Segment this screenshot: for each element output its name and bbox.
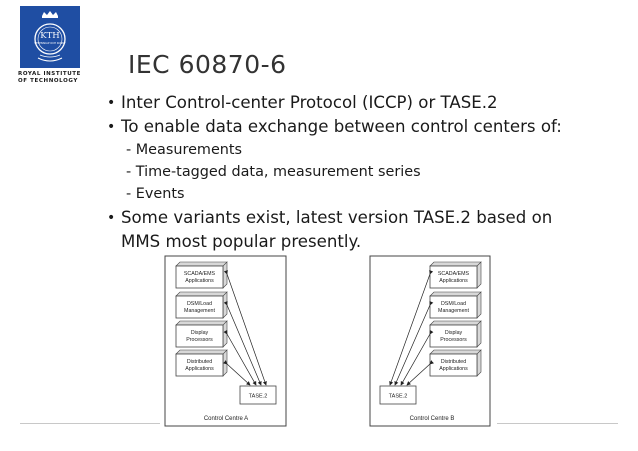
centre-b-app-box: SCADA/EMS Applications (429, 261, 482, 289)
app-label-line1: DSM/Load (441, 301, 466, 307)
sub-bullet-item: - Measurements (126, 142, 243, 158)
logo-motto: VETENSKAP OCH KONST (34, 41, 66, 45)
centre-b-tase-box (379, 385, 417, 405)
footer-rule-left (20, 423, 160, 424)
logo-caption: ROYAL INSTITUTE OF TECHNOLOGY (18, 71, 88, 85)
app-label-line2: Management (184, 308, 215, 314)
bullet-text: To enable data exchange between control … (121, 117, 562, 136)
bullet-dot-icon: • (107, 95, 116, 111)
logo-caption-line1: ROYAL INSTITUTE (18, 71, 81, 77)
slide-title: IEC 60870-6 (128, 50, 287, 79)
bullet-text-line2: MMS most popular presently. (121, 232, 362, 251)
bullet-dot-icon: • (107, 119, 116, 135)
centre-a-tase-label: TASE.2 (249, 394, 268, 400)
sub-bullet-item: - Events (126, 186, 185, 202)
app-label-line1: SCADA/EMS (184, 271, 216, 277)
centre-a-tase-box (239, 385, 277, 405)
logo-text: KTH (40, 31, 59, 41)
app-label-line2: Processors (440, 337, 467, 343)
sub-bullet-item: - Time-tagged data, measurement series (126, 164, 421, 180)
control-centre-a-label: Control Centre A (204, 416, 248, 422)
bullet-dot-icon: • (107, 210, 116, 226)
logo-caption-line2: OF TECHNOLOGY (18, 78, 78, 84)
kth-crest-icon: KTH VETENSKAP OCH KONST (20, 6, 80, 68)
app-label-line2: Applications (185, 278, 214, 284)
app-label-line1: Distributed (187, 359, 212, 365)
app-label-line1: Distributed (441, 359, 466, 365)
bullet-item: • Some variants exist, latest version TA… (107, 206, 607, 254)
centre-a-app-box: SCADA/EMS Applications (175, 261, 228, 289)
app-label-line2: Processors (186, 337, 213, 343)
bullet-item: • Inter Control-center Protocol (ICCP) o… (107, 91, 607, 115)
control-centre-b-label: Control Centre B (410, 416, 455, 422)
bullet-text-line1: Some variants exist, latest version TASE… (121, 208, 553, 227)
app-label-line1: DSM/Load (187, 301, 212, 307)
centre-a-app-box: DSM/Load Management (175, 291, 228, 319)
app-label-line1: SCADA/EMS (438, 271, 470, 277)
centre-b-app-box: Distributed Applications (429, 349, 482, 377)
centre-a-arrows (222, 270, 267, 386)
footer-rule-right (497, 423, 618, 424)
bullet-item: • To enable data exchange between contro… (107, 115, 607, 139)
centre-b-app-box: DSM/Load Management (429, 291, 482, 319)
bullet-list: • Inter Control-center Protocol (ICCP) o… (107, 91, 607, 254)
app-label-line2: Applications (439, 278, 468, 284)
app-label-line1: Display (191, 330, 209, 336)
app-label-line2: Management (438, 308, 469, 314)
app-label-line2: Applications (439, 366, 468, 372)
centre-b-tase-label: TASE.2 (389, 394, 408, 400)
bullet-text: Inter Control-center Protocol (ICCP) or … (121, 93, 498, 112)
centre-a-app-box: Distributed Applications (175, 349, 228, 377)
app-label-line2: Applications (185, 366, 214, 372)
kth-logo: KTH VETENSKAP OCH KONST (20, 6, 80, 68)
centre-b-app-box: Display Processors (429, 320, 482, 348)
centre-b-arrows (389, 269, 435, 386)
centre-a-app-box: Display Processors (175, 320, 228, 348)
app-label-line1: Display (445, 330, 463, 336)
